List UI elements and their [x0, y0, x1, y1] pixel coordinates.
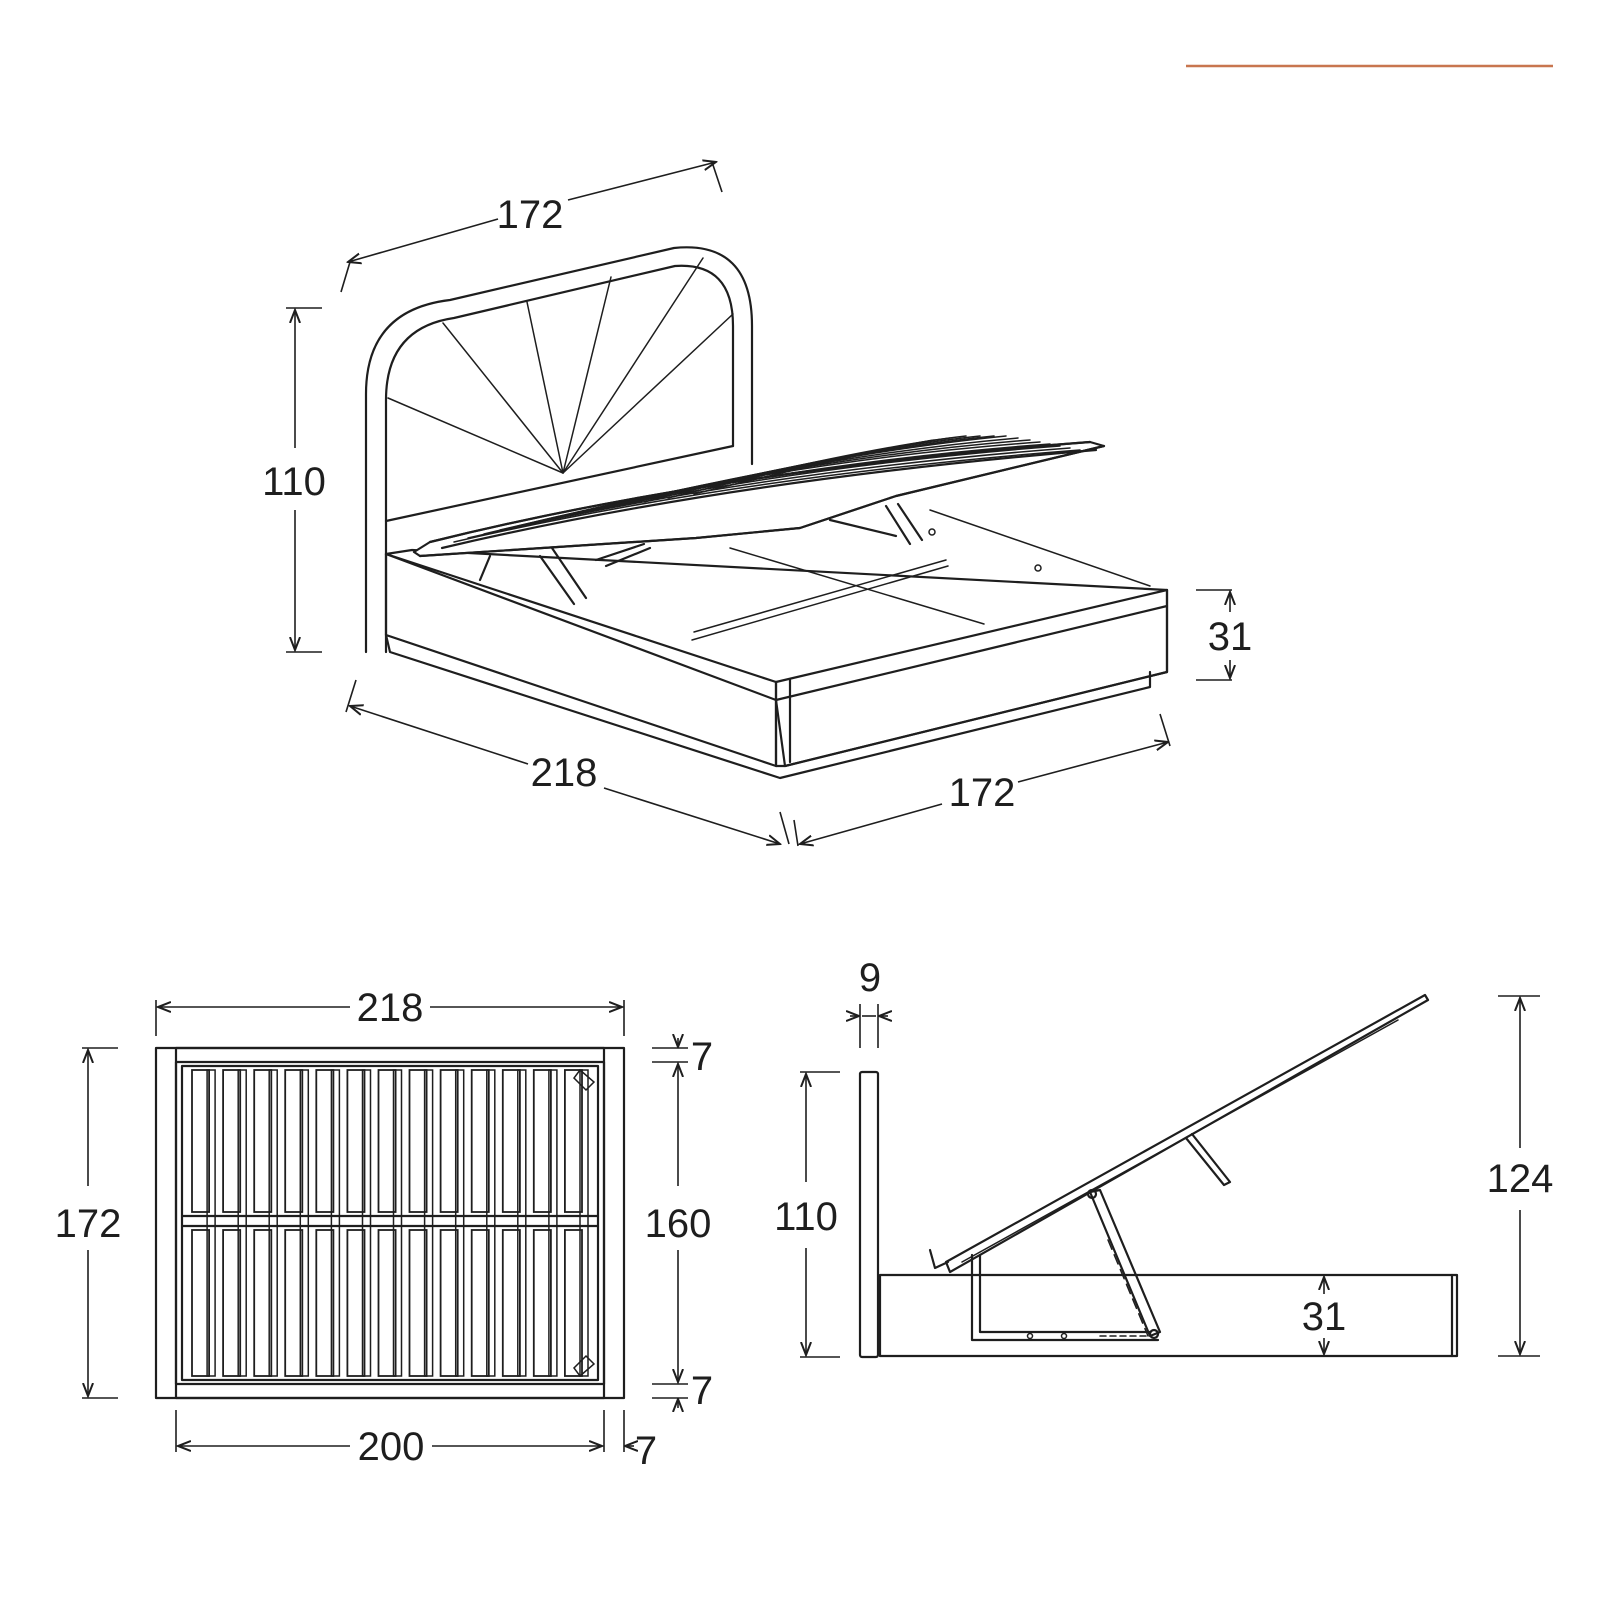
top-mattress-length-label: 200: [358, 1425, 425, 1469]
persp-height-label: 110: [262, 460, 326, 504]
slat: [191, 1229, 211, 1377]
slatted-base-raised: [412, 435, 1106, 558]
slat: [439, 1069, 459, 1213]
side-headboard-height-label: 110: [774, 1195, 838, 1239]
side-open-height-label: 124: [1487, 1157, 1554, 1201]
top-frame-top-label: 7: [691, 1035, 713, 1079]
side-headboard-thickness-label: 9: [859, 956, 881, 1000]
slat: [346, 1229, 366, 1377]
slat-holder: [392, 1069, 403, 1377]
top-view: 218 172 160 7 7 200 7: [55, 986, 714, 1473]
top-frame-end-label: 7: [635, 1429, 657, 1473]
slat: [253, 1229, 273, 1377]
perspective-view: 172 110 31 218 172: [262, 162, 1252, 846]
slat-holder: [548, 1069, 558, 1377]
slat: [501, 1229, 521, 1377]
slat: [439, 1229, 459, 1377]
persp-headboard-width-label: 172: [497, 193, 564, 237]
slat: [315, 1069, 335, 1213]
slat: [315, 1229, 335, 1377]
slat: [191, 1069, 211, 1213]
slat-holder: [361, 1069, 372, 1377]
slat: [222, 1069, 242, 1213]
slat: [377, 1069, 397, 1213]
slat-holder: [486, 1069, 496, 1377]
slat-holder: [299, 1069, 310, 1377]
slat: [346, 1069, 366, 1213]
slat: [408, 1229, 428, 1377]
slat-holder: [579, 1069, 589, 1377]
slat: [253, 1069, 273, 1213]
slat-holder: [330, 1069, 341, 1377]
top-inner-width-label: 160: [645, 1202, 712, 1246]
persp-length-label: 218: [531, 751, 598, 795]
slat-holder: [517, 1069, 527, 1377]
top-length-label: 218: [357, 986, 424, 1030]
top-width-label: 172: [55, 1202, 122, 1246]
slat: [408, 1069, 428, 1213]
slat-holder: [206, 1069, 216, 1377]
slat: [470, 1069, 490, 1213]
slat: [222, 1229, 242, 1377]
slat: [284, 1229, 304, 1377]
slat: [377, 1229, 397, 1377]
persp-width-label: 172: [949, 771, 1016, 815]
slat: [470, 1229, 490, 1377]
side-view: 9 110 124 31: [774, 956, 1554, 1359]
slat-holder: [237, 1069, 247, 1377]
slat: [532, 1229, 552, 1377]
slat-holder: [423, 1069, 434, 1377]
top-frame-bottom-label: 7: [691, 1369, 713, 1413]
slat: [501, 1069, 521, 1213]
slat: [284, 1069, 304, 1213]
slat: [564, 1069, 583, 1213]
slat-holder: [454, 1069, 465, 1377]
side-base-height-label: 31: [1302, 1295, 1347, 1339]
side-raised-board: [928, 993, 1430, 1274]
starburst-panel: [387, 257, 734, 474]
slat: [564, 1229, 583, 1377]
top-view-slats: [191, 1069, 589, 1377]
persp-base-height-label: 31: [1208, 615, 1253, 659]
slat: [532, 1069, 552, 1213]
slat-holder: [268, 1069, 278, 1377]
